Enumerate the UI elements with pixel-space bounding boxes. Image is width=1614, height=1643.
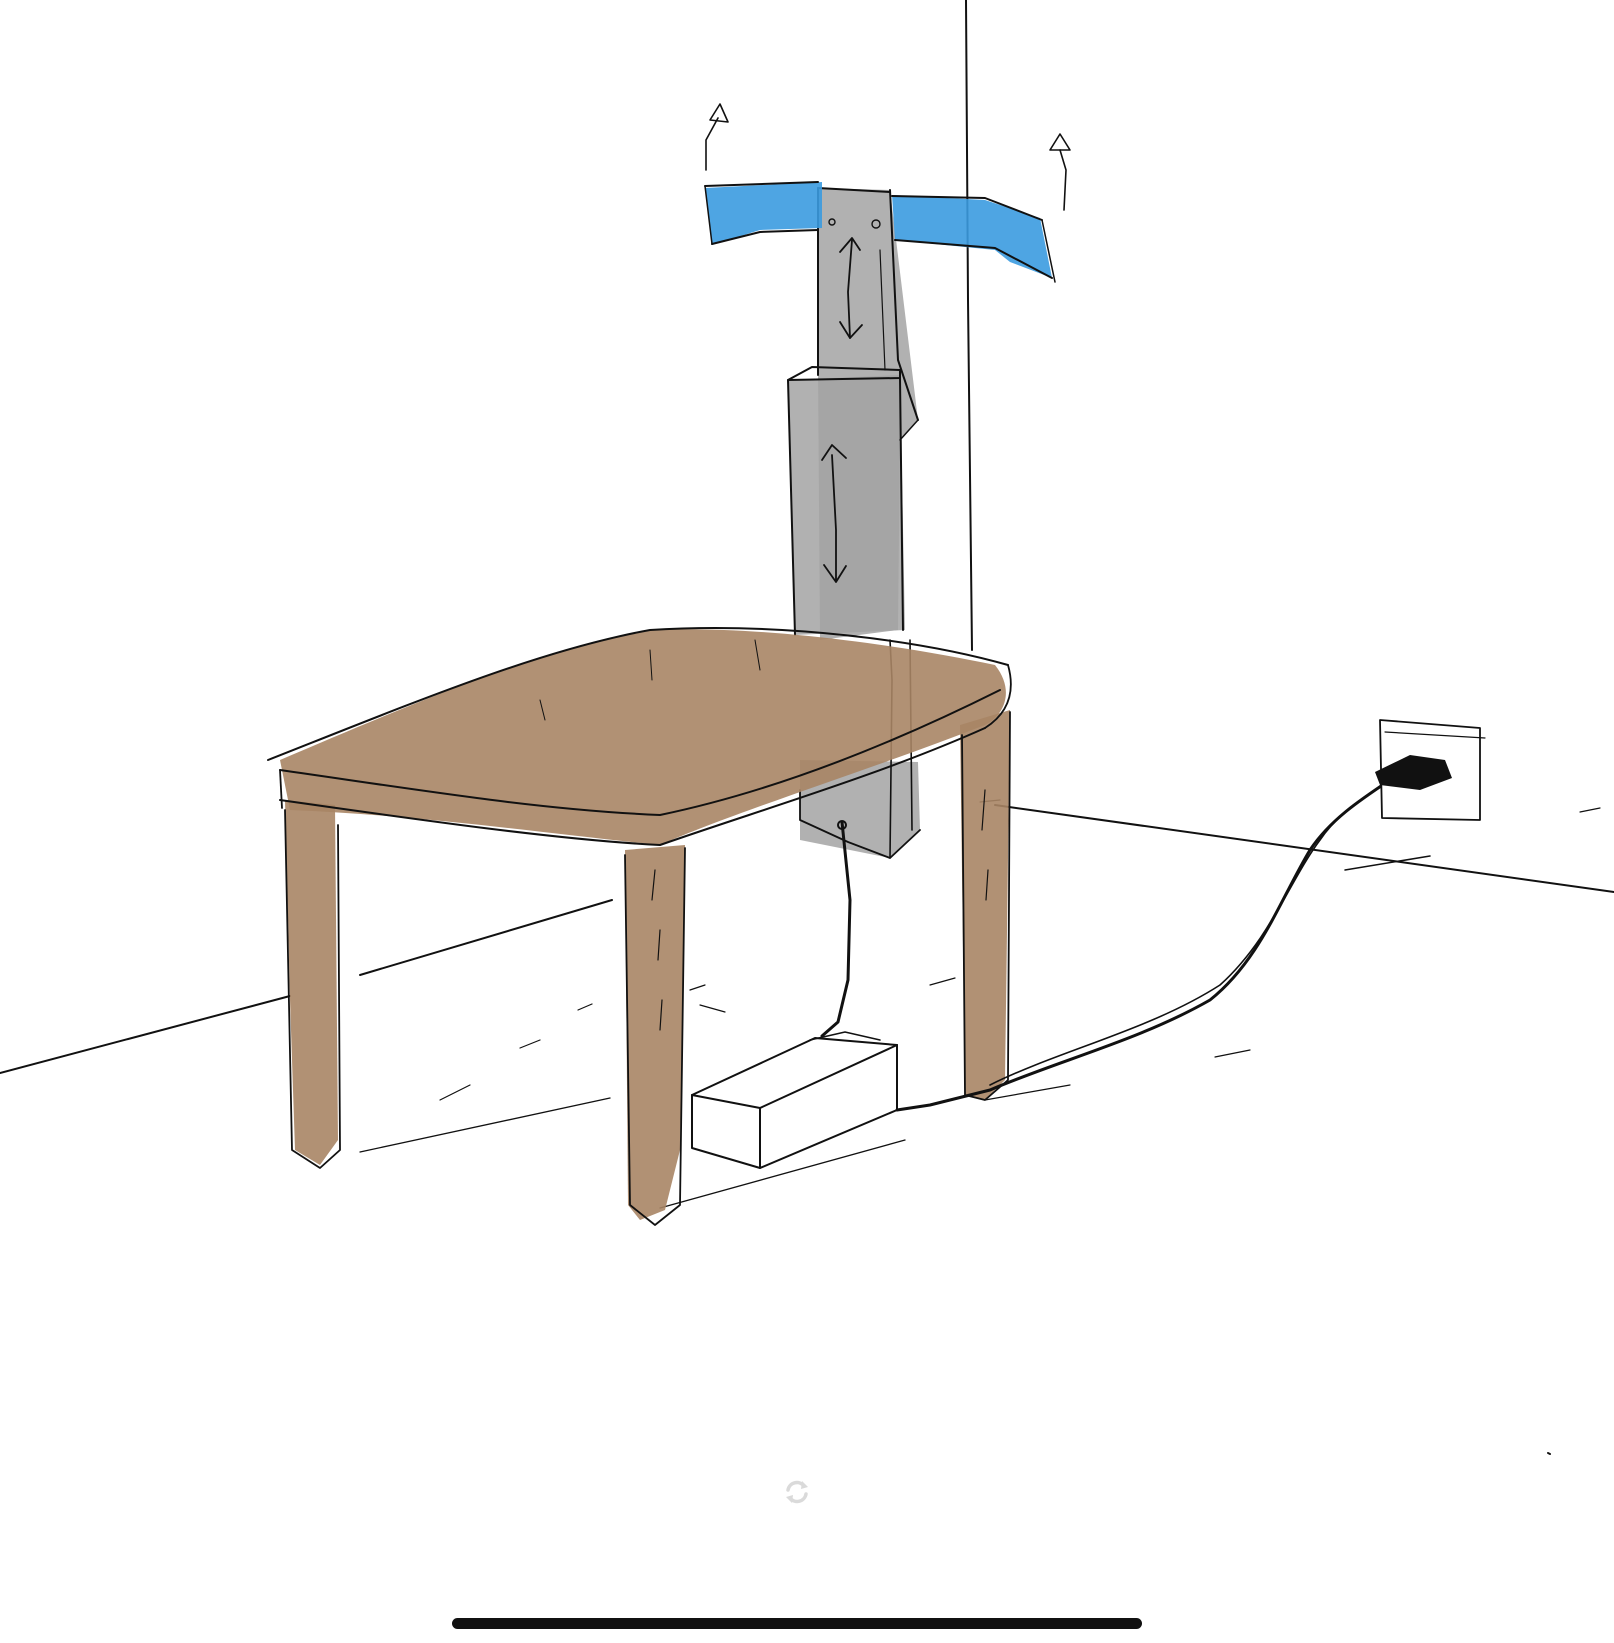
control-box (692, 1032, 897, 1168)
home-indicator[interactable] (452, 1618, 1142, 1629)
table (268, 628, 1011, 1225)
column-cable (822, 821, 850, 1036)
refresh-icon (782, 1477, 812, 1507)
wall-outlet (1375, 720, 1485, 820)
canvas-refresh-button[interactable] (782, 1477, 812, 1507)
